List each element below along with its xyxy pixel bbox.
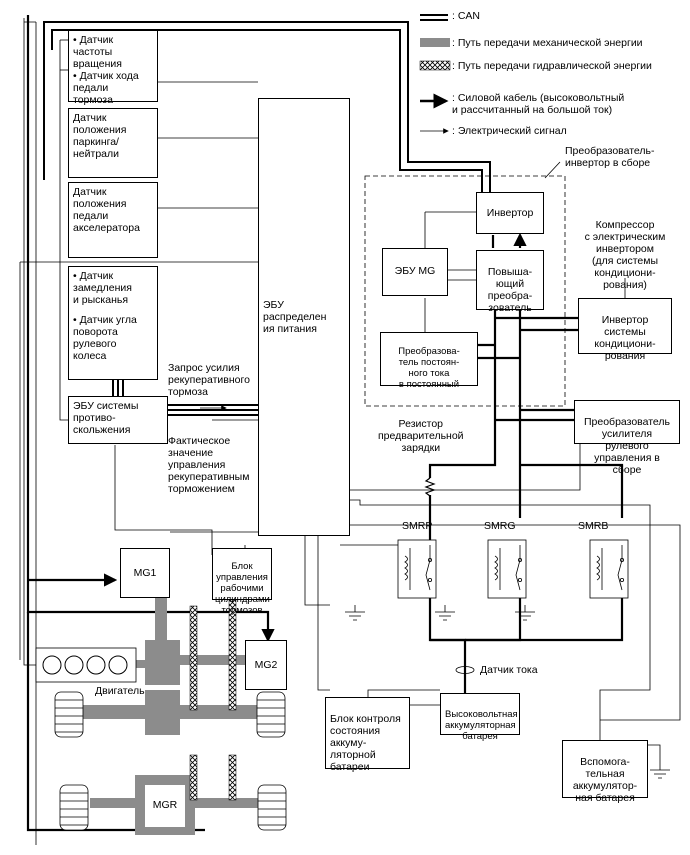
hv-battery-box: Высоковольтная аккумуляторная батарея [440, 693, 520, 742]
smrb-label: SMRB [578, 520, 609, 532]
power-distribution-ecu-label: ЭБУ распределен ия питания [263, 299, 327, 335]
mg-ecu-box: ЭБУ MG [382, 248, 448, 296]
battery-monitor-box: Блок контроля состояния аккуму- ляторной… [325, 697, 410, 773]
aux-battery-label: Вспомога- тельная аккумулятор- ная батар… [572, 756, 638, 804]
legend-mechanical-symbol [420, 38, 450, 47]
mg-ecu-label: ЭБУ MG [394, 265, 436, 277]
wheels [54, 691, 287, 831]
mg2-power-line [26, 15, 275, 643]
accel-pedal-sensor-box: Датчик положения педали акселератора [68, 182, 158, 258]
yaw-steering-sensor-box: • Датчик замедления и рысканья • Датчик … [68, 266, 158, 380]
legend-power-cable-text: : Силовой кабель (высоковольтный и рассч… [452, 92, 625, 116]
park-neutral-sensor-box: Датчик положения паркинга/ нейтрали [68, 108, 158, 178]
steering-converter-label: Преобразователь усилителя рулевого управ… [583, 416, 671, 476]
skid-control-ecu-box: ЭБУ системы противо- скольжения [68, 396, 168, 444]
regen-actual-label: Фактическое значение управления рекупера… [168, 435, 250, 495]
boost-converter-label: Повыша- ющий преобра- зователь [487, 266, 533, 314]
power-cables [428, 235, 624, 693]
ac-inverter-label: Инвертор системы кондициони- рования [594, 314, 656, 362]
current-sensor-symbol [455, 666, 475, 674]
ground-symbols [345, 611, 670, 779]
inverter-assembly-leader [544, 161, 561, 179]
mg2-box: MG2 [245, 640, 287, 690]
inverter-label: Инвертор [486, 207, 534, 219]
smrg-label: SMRG [484, 520, 516, 532]
relay-smrp [397, 539, 437, 599]
inverter-assembly-label: Преобразователь- инвертор в сборе [565, 145, 655, 169]
battery-monitor-label: Блок контроля состояния аккуму- ляторной… [330, 713, 401, 773]
boost-converter-box: Повыша- ющий преобра- зователь [476, 250, 544, 314]
skid-control-ecu-label: ЭБУ системы противо- скольжения [73, 400, 139, 436]
can-bus [43, 21, 491, 416]
dcdc-converter-box: Преобразова- тель постоян- ного тока в п… [380, 332, 478, 390]
precharge-resistor-label: Резистор предварительной зарядки [378, 418, 464, 454]
compressor-box: Компрессор с электрическим инвертором (д… [578, 204, 672, 291]
speed-sensor-label: • Датчик частоты вращения [73, 34, 122, 70]
hydraulic-paths [189, 597, 237, 801]
aux-battery-box: Вспомога- тельная аккумулятор- ная батар… [562, 740, 648, 804]
engine [35, 647, 137, 683]
inverter-assembly-outline [364, 175, 566, 407]
accel-pedal-sensor-label: Датчик положения педали акселератора [73, 186, 140, 234]
mgr-label: MGR [152, 799, 178, 811]
inverter-box: Инвертор [476, 192, 544, 234]
precharge-resistor-symbol [424, 477, 436, 497]
hv-battery-label: Высоковольтная аккумуляторная батарея [445, 709, 518, 742]
power-distribution-ecu-box: ЭБУ распределен ия питания [258, 98, 350, 536]
legend-can-symbol [420, 14, 448, 21]
legend-signal-text: : Электрический сигнал [452, 125, 567, 137]
smrp-label: SMRP [402, 520, 433, 532]
brake-actuator-box: Блок управления рабочими цилиндрами торм… [212, 548, 272, 616]
relay-smrg [487, 539, 527, 599]
sensors-speed-brake-box: • Датчик частоты вращения • Датчик хода … [68, 30, 158, 106]
steering-sensor-label: • Датчик угла поворота рулевого колеса [73, 314, 137, 362]
brake-actuator-label: Блок управления рабочими цилиндрами торм… [215, 561, 270, 616]
brake-pedal-sensor-label: • Датчик хода педали тормоза [73, 70, 139, 106]
relay-smrb [589, 539, 629, 599]
park-neutral-sensor-label: Датчик положения паркинга/ нейтрали [73, 112, 127, 160]
mgr-box: MGR [145, 785, 185, 827]
mg1-label: MG1 [133, 567, 157, 579]
mg2-label: MG2 [254, 659, 278, 671]
legend-hydraulic-symbol [419, 60, 451, 71]
mgr-housing [145, 785, 185, 827]
compressor-label: Компрессор с электрическим инвертором (д… [584, 219, 666, 291]
steering-converter-box: Преобразователь усилителя рулевого управ… [574, 400, 680, 476]
mg1-box: MG1 [120, 548, 170, 598]
yaw-sensor-label: • Датчик замедления и рысканья [73, 270, 132, 306]
dcdc-converter-label: Преобразова- тель постоян- ного тока в п… [398, 346, 460, 390]
regen-request-label: Запрос усилия рекуперативного тормоза [168, 362, 250, 398]
legend-mechanical-text: : Путь передачи механической энергии [452, 37, 643, 49]
legend-hydraulic-text: : Путь передачи гидравлической энергии [452, 60, 652, 72]
current-sensor-label: Датчик тока [480, 664, 538, 676]
legend-can-text: : CAN [452, 10, 481, 22]
engine-label: Двигатель [95, 685, 145, 697]
ac-inverter-box: Инвертор системы кондициони- рования [578, 298, 672, 362]
